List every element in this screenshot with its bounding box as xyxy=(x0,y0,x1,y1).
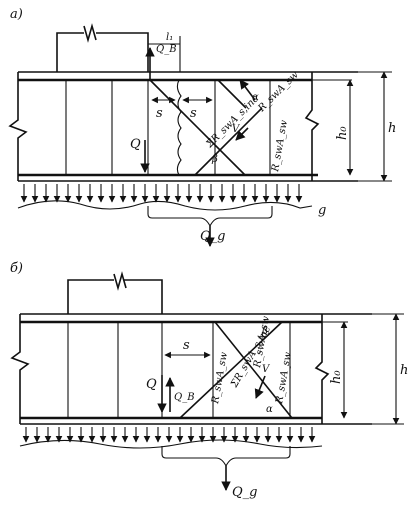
rsw-label-right-a: R_swA_sw xyxy=(270,119,290,174)
beam-right-break-a xyxy=(304,72,320,181)
s-label-right-a: s xyxy=(190,106,197,121)
qb-label-a: Q_B xyxy=(156,44,177,55)
panel-a-label: а) xyxy=(10,7,23,22)
qg-label-a: Q_g xyxy=(200,229,225,244)
v-arrow-a xyxy=(235,127,249,141)
diagonal-crack-a xyxy=(149,79,246,176)
s-label-left-a: s xyxy=(156,106,163,121)
beam-left-break-a xyxy=(8,72,28,181)
qg-label-b: Q_g xyxy=(232,485,257,500)
g-label-a: g xyxy=(318,203,326,218)
panel-b-label: б) xyxy=(10,261,23,276)
column-a xyxy=(56,32,149,72)
column-b xyxy=(67,279,163,314)
panel-a: а) l₁ Q_B Q s xyxy=(8,7,396,247)
panel-b: б) s Q Q_B R_swA_sw ΣR_swA_s,inc β xyxy=(10,261,408,500)
rsw-label-top-a: R_swA_sw xyxy=(256,69,302,115)
column-break-b xyxy=(113,271,127,291)
q-label-a: Q xyxy=(130,137,141,152)
rsw-arrow-top-a xyxy=(239,79,256,101)
v-label-b: V xyxy=(262,364,271,375)
v-label-a: V xyxy=(232,124,241,135)
distributed-load-b xyxy=(22,427,316,443)
crack-wavy-a xyxy=(176,79,182,176)
inclined-bar-a xyxy=(194,107,263,176)
column-break-a xyxy=(83,23,97,43)
load-curve-a xyxy=(17,200,313,211)
h0-label-b: h₀ xyxy=(329,370,344,384)
s-label-b: s xyxy=(183,338,190,353)
qg-brace-a xyxy=(147,206,273,228)
q-label-b: Q xyxy=(146,377,157,392)
beam-right-break-b xyxy=(314,314,330,424)
diagonal-crack-b xyxy=(214,321,293,419)
beta-label-b: β xyxy=(261,326,268,337)
h-label-a: h xyxy=(388,121,396,136)
beam-left-break-b xyxy=(10,314,30,424)
qg-brace-b xyxy=(161,446,291,468)
distributed-load-a xyxy=(20,184,303,203)
alpha-label-b: α xyxy=(266,404,273,415)
alpha-label-a: α xyxy=(252,92,259,103)
beta-label-a: β xyxy=(211,154,218,165)
l1-label: l₁ xyxy=(166,32,173,43)
rsw-label-right-b: R_swA_sw xyxy=(274,351,294,406)
h-label-b: h xyxy=(400,363,408,378)
inclined-bar-b xyxy=(179,321,283,419)
inclined-bar-top-a xyxy=(217,79,247,109)
h0-label-a: h₀ xyxy=(335,126,350,140)
qb-label-b: Q_B xyxy=(174,392,195,403)
v-arrow-b xyxy=(254,375,266,399)
load-curve-b xyxy=(19,439,323,449)
